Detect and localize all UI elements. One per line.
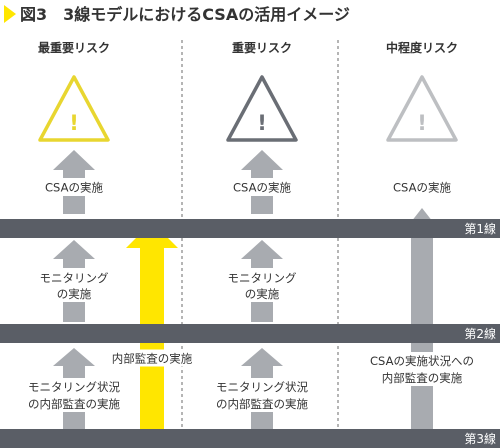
label-box [379, 178, 465, 196]
monitoring-audit-label-line1: モニタリング状況 [216, 380, 308, 394]
warning-triangle-icon: ! [38, 75, 110, 142]
line-bar-3 [0, 429, 500, 448]
label-box [99, 349, 205, 367]
label-box [362, 352, 482, 386]
warning-exclamation: ! [69, 111, 79, 135]
monitoring-label-line1: モニタリング [228, 271, 297, 285]
csa-audit-label-line2: 内部監査の実施 [382, 371, 463, 385]
label-box [31, 178, 117, 196]
up-arrow-icon [400, 208, 444, 430]
column-heading-1: 最重要リスク [38, 40, 110, 55]
warning-triangle-outline [226, 75, 298, 142]
warning-triangle-icon: ! [226, 75, 298, 142]
label-box [206, 378, 318, 412]
monitoring-label-line2: の実施 [57, 287, 92, 301]
column-heading-3: 中程度リスク [386, 40, 458, 55]
page-title: 図3 3線モデルにおけるCSAの活用イメージ [20, 5, 350, 24]
warning-triangle-outline [386, 75, 458, 142]
csa-label-2: CSAの実施 [233, 181, 291, 195]
line-label-3: 第3線 [464, 431, 496, 446]
monitoring-audit-label-line1: モニタリング状況 [28, 380, 120, 394]
line-label-2: 第2線 [464, 326, 496, 341]
warning-triangle-outline [38, 75, 110, 142]
warning-exclamation: ! [417, 111, 427, 135]
monitoring-label-line2: の実施 [245, 287, 280, 301]
monitoring-label-line1: モニタリング [40, 271, 109, 285]
line-bar-1 [0, 219, 500, 238]
label-box [219, 178, 305, 196]
csa-audit-label-line1: CSAの実施状況への [370, 354, 474, 368]
line-label-1: 第1線 [464, 221, 496, 236]
line-bar-2 [0, 324, 500, 343]
column-heading-2: 重要リスク [232, 40, 292, 55]
label-box [31, 268, 117, 302]
csa-label-3: CSAの実施 [393, 181, 451, 195]
label-box [219, 268, 305, 302]
title-marker-icon [4, 5, 16, 23]
internal-audit-label: 内部監査の実施 [112, 352, 193, 366]
label-box [18, 378, 130, 412]
monitoring-audit-label-line2: の内部監査の実施 [28, 397, 120, 411]
warning-exclamation: ! [257, 111, 267, 135]
csa-label-1: CSAの実施 [45, 181, 103, 195]
monitoring-audit-label-line2: の内部監査の実施 [216, 397, 308, 411]
warning-triangle-icon: ! [386, 75, 458, 142]
